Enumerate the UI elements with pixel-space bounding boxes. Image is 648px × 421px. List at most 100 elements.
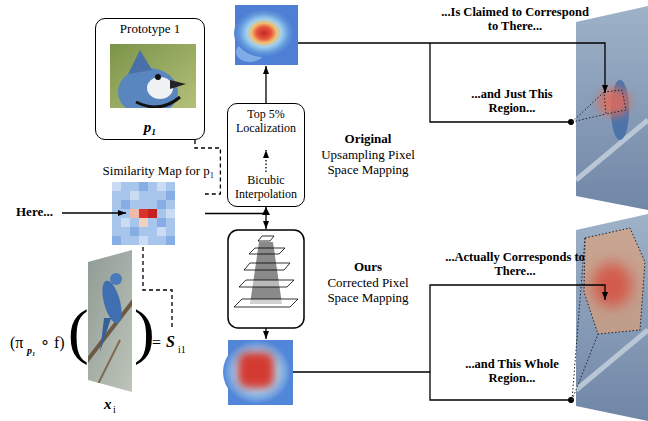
original-heatmap: [235, 5, 298, 65]
connector-lines: [62, 43, 605, 400]
claim-text: ...and Just This Region...: [452, 87, 572, 116]
prototype-title: Prototype 1: [120, 22, 180, 37]
actual-region-image: [574, 212, 648, 421]
method-name: Ours: [312, 260, 424, 275]
prototype-image: [147, 77, 173, 99]
similarity-heatmap: [139, 218, 148, 227]
similarity-heatmap: [139, 182, 148, 191]
similarity-heatmap: [157, 200, 166, 209]
similarity-heatmap: [157, 227, 166, 236]
edge: [205, 207, 270, 215]
similarity-heatmap: [166, 191, 175, 200]
map-heading: Similarity Map for p₁: [103, 164, 215, 179]
formula-subscript: i1: [178, 344, 186, 356]
connector-lines: [265, 213, 266, 229]
connector-lines: [62, 212, 126, 213]
similarity-heatmap: [157, 182, 166, 191]
similarity-heatmap: [166, 209, 175, 218]
claim-text: ...Is Claimed to Correspond to There...: [440, 5, 590, 34]
prototype-symbol: p₁: [144, 119, 157, 136]
pointer-text: Here...: [16, 205, 53, 220]
similarity-heatmap: [166, 236, 175, 245]
input-image: [86, 248, 136, 394]
similarity-heatmap: [112, 182, 121, 191]
claim-text: ...Actually Corresponds to There...: [440, 250, 590, 279]
claimed-region-image: [574, 4, 648, 214]
prototype-image: [155, 74, 161, 80]
network-icon: [244, 263, 290, 270]
prototype-image: [128, 50, 152, 74]
prototype-image: [110, 44, 196, 108]
region-pointers: [572, 92, 604, 122]
similarity-heatmap: [121, 200, 130, 209]
similarity-heatmap: [139, 236, 148, 245]
actual-region-image: [584, 228, 645, 334]
formula-part: (π: [10, 334, 23, 352]
corrected-heatmap: [223, 340, 293, 405]
formula-symbol: S: [166, 333, 175, 351]
similarity-heatmap: [130, 209, 139, 218]
input-image: [100, 318, 111, 352]
claim-text: ...and This Whole Region...: [452, 357, 572, 386]
formula-part: =: [152, 334, 161, 352]
connector-lines: [265, 66, 266, 103]
prototype-image: [136, 97, 180, 107]
prototype-image: [170, 80, 186, 89]
original-heatmap: [234, 5, 298, 65]
input-image: [99, 279, 126, 326]
actual-region-image: [576, 330, 648, 390]
claimed-region-image: [604, 90, 626, 114]
network-icon: [258, 236, 274, 241]
network-icon: [249, 248, 285, 254]
connector-lines: [265, 328, 266, 339]
method-description: Corrected Pixel Space Mapping: [312, 276, 424, 306]
similarity-heatmap: [130, 227, 139, 236]
prototype-box: Prototype 1 p₁: [95, 18, 205, 140]
formula-part: ∘ f): [40, 334, 65, 352]
corrected-heatmap: [223, 340, 291, 404]
network-icon: [234, 236, 298, 307]
similarity-heatmap: [139, 209, 148, 218]
interpolation-box: Top 5% LocalizationBicubic Interpolation: [227, 103, 305, 207]
input-image: [95, 340, 120, 390]
similarity-heatmap: [130, 191, 139, 200]
connector-lines: [265, 150, 266, 172]
region-pointers: [568, 92, 606, 403]
step-label: Bicubic Interpolation: [230, 174, 302, 202]
similarity-heatmap: [121, 218, 130, 227]
input-image: [110, 273, 122, 285]
actual-region-image: [584, 228, 645, 334]
claimed-region-image: [574, 4, 648, 214]
actual-region-image: [574, 212, 648, 421]
step-label: Top 5% Localization: [230, 108, 302, 136]
arrow-head: [262, 207, 270, 215]
method-description: Upsampling Pixel Space Mapping: [312, 148, 424, 178]
prototype-image: [118, 68, 178, 108]
network-icon: [250, 242, 282, 304]
connector-lines: [298, 43, 605, 93]
network-icon: [239, 280, 294, 287]
input-image: [86, 248, 136, 394]
formula-subscript: i: [113, 404, 116, 416]
region-pointers: [572, 334, 598, 400]
formula-subscript: p₁: [27, 345, 36, 357]
network-box: [228, 230, 304, 328]
similarity-map: Similarity Map for p₁: [112, 182, 205, 245]
method-name: Original: [312, 132, 424, 147]
connector-line: [205, 207, 266, 214]
region-pointers: [572, 114, 606, 122]
similarity-heatmap: [157, 218, 166, 227]
image-symbol: x: [104, 396, 112, 413]
claimed-region-image: [576, 120, 648, 180]
formula-paren: ): [134, 300, 155, 362]
similarity-heatmap: [148, 209, 157, 218]
network-icon: [234, 299, 298, 307]
original-heatmap: [234, 9, 294, 57]
similarity-heatmap: [112, 236, 121, 245]
formula-paren: (: [68, 300, 89, 362]
claimed-region-image: [598, 88, 630, 116]
corrected-heatmap: [238, 352, 274, 388]
region-pointers: [568, 397, 574, 403]
region-pointers: [572, 92, 606, 400]
